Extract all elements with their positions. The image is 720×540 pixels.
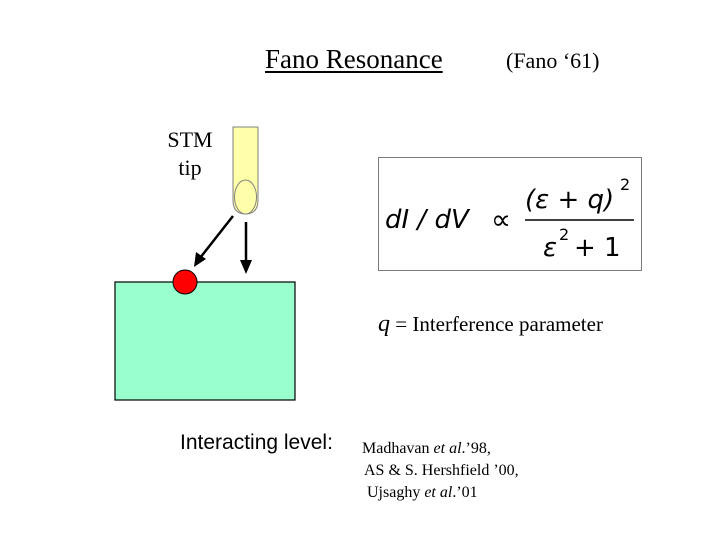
references: Madhavan et al.’98, AS & S. Hershfield ’… bbox=[362, 438, 519, 504]
formula-box: dI / dV ∝ (ε + q) 2 ε 2 + 1 bbox=[378, 157, 642, 271]
stm-label-line2: tip bbox=[178, 155, 202, 180]
fano-formula: dI / dV ∝ (ε + q) 2 ε 2 + 1 bbox=[385, 175, 634, 263]
formula-lhs: dI / dV bbox=[385, 205, 471, 235]
formula-numerator: (ε + q) bbox=[525, 185, 614, 215]
formula-denominator-base: ε bbox=[543, 233, 557, 263]
adatom bbox=[172, 269, 198, 295]
q-symbol: q bbox=[378, 311, 390, 337]
ref3-etal: et al bbox=[424, 484, 453, 501]
stm-label-line1: STM bbox=[167, 127, 213, 152]
ref3-year: .’01 bbox=[452, 484, 478, 501]
interacting-level-label: Interacting level: bbox=[180, 431, 333, 454]
stm-tip-label: STM tip bbox=[160, 126, 220, 182]
formula-denominator-exponent: 2 bbox=[559, 225, 569, 244]
formula-proportional: ∝ bbox=[491, 203, 511, 236]
formula-numerator-exponent: 2 bbox=[620, 175, 630, 194]
ref1-authors: Madhavan bbox=[362, 440, 434, 457]
ref1-etal: et al bbox=[433, 440, 462, 457]
reference-3: Ujsaghy et al.’01 bbox=[362, 482, 519, 504]
ref1-year: .’98, bbox=[461, 440, 491, 457]
title-reference: (Fano ‘61) bbox=[506, 48, 600, 73]
q-definition-text: = Interference parameter bbox=[390, 312, 603, 336]
arrow-to-substrate bbox=[240, 222, 252, 274]
slide-title: Fano Resonance bbox=[265, 44, 443, 74]
q-definition: q = Interference parameter bbox=[378, 311, 603, 338]
tip-apex bbox=[234, 179, 257, 215]
ref3-authors: Ujsaghy bbox=[367, 484, 425, 501]
arrow-to-adatom bbox=[194, 215, 234, 267]
reference-2: AS & S. Hershfield ’00, bbox=[364, 462, 519, 479]
substrate-block bbox=[114, 281, 296, 401]
formula-denominator-rest: + 1 bbox=[574, 233, 621, 263]
reference-1: Madhavan et al.’98, bbox=[362, 440, 491, 457]
